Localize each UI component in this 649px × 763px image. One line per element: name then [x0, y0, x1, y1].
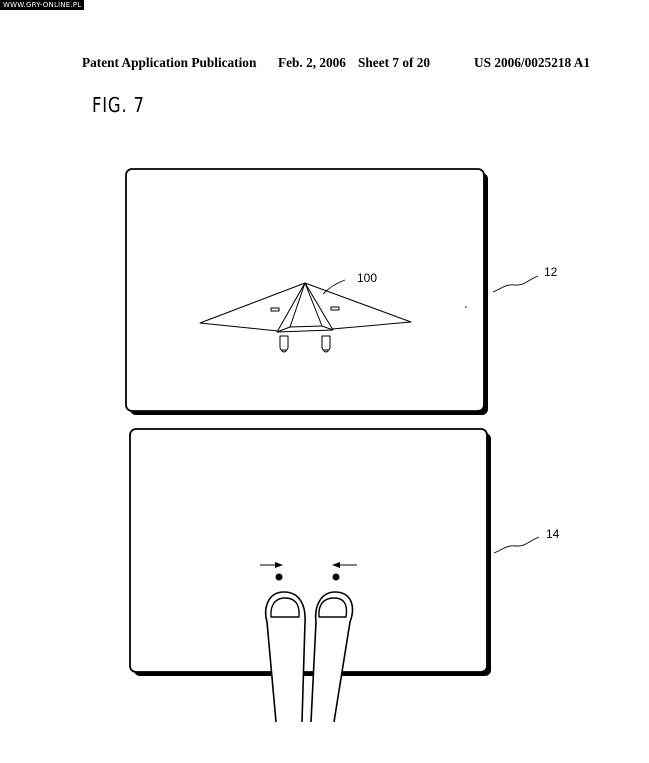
left-touch-point	[275, 573, 283, 581]
publication-date: Feb. 2, 2006	[278, 55, 346, 70]
sheet-number: Sheet 7 of 20	[358, 55, 431, 70]
watermark: WWW.GRY-ONLINE.PL	[0, 0, 85, 10]
right-fingernail	[318, 597, 348, 618]
figure-label: FIG. 7	[92, 93, 145, 117]
lower-screen-leader	[493, 536, 540, 554]
fingers-illustration	[264, 591, 354, 723]
left-arrow-icon	[332, 562, 340, 568]
left-fingernail	[270, 597, 300, 618]
right-touch-point	[332, 573, 340, 581]
upper-screen-leader	[492, 275, 539, 293]
publication-title: Patent Application Publication	[82, 55, 257, 70]
lower-screen-reference: 14	[546, 527, 560, 541]
right-arrow-icon	[275, 562, 283, 568]
patent-header: Patent Application Publication Feb. 2, 2…	[82, 55, 602, 73]
screen-speck	[465, 306, 467, 308]
touch-indicators	[260, 562, 357, 581]
airplane-illustration	[199, 282, 412, 353]
airplane-leader-line	[322, 279, 346, 295]
patent-number: US 2006/0025218 A1	[474, 55, 590, 70]
airplane-reference: 100	[357, 271, 377, 285]
upper-screen-reference: 12	[544, 265, 558, 279]
lower-screen	[129, 428, 491, 676]
left-finger	[264, 591, 306, 723]
right-finger	[310, 591, 354, 723]
